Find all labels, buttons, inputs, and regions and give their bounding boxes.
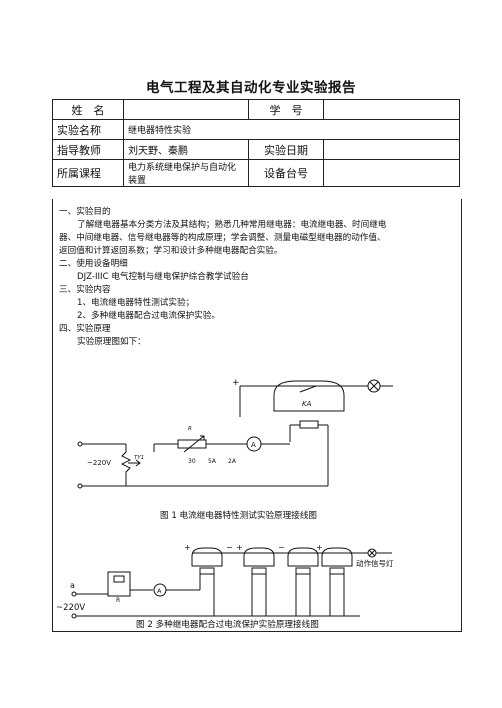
course-value: 电力系统继电保护与自动化装置 — [123, 159, 249, 187]
figure1-caption: 图 1 电流继电器特性测试实验原理接线图 — [160, 509, 317, 521]
report-title: 电气工程及其自动化专业实验报告 — [146, 80, 356, 96]
content-item-1: 1、电流继电器特性测试实验； — [77, 298, 195, 308]
fig1-source: ~220V — [87, 459, 111, 467]
fig1-relay-label: KA — [302, 400, 312, 408]
content-heading: 三、实验内容 — [59, 285, 111, 295]
relay-contact — [299, 385, 317, 393]
relay-2 — [243, 547, 275, 567]
fig1-tap-30: 30 — [188, 458, 196, 465]
device-no-value — [323, 159, 460, 187]
fig2-minus-1: − — [226, 543, 233, 552]
fig2-plus-3: + — [316, 543, 323, 552]
purpose-heading: 一、实验目的 — [59, 207, 111, 217]
fig2-ammeter: A — [157, 587, 162, 595]
device-no-label: 设备台号 — [248, 159, 324, 187]
info-table: 姓 名 学 号 实验名称 继电器特性实验 指导教师 刘天野、秦鹏 实验日期 所属… — [52, 99, 460, 187]
equipment-line: DJZ-IIIC 电气控制与继电保护综合教学试验台 — [77, 272, 249, 282]
fig1-tap-2a: 2A — [228, 458, 237, 465]
relay-1 — [191, 547, 223, 567]
fig2-source: ~220V — [56, 603, 85, 613]
date-label: 实验日期 — [248, 139, 324, 160]
fig1-plus: + — [232, 378, 240, 388]
purpose-line-3: 返回值和计算返回系数；学习和设计多种继电器配合实验。 — [59, 246, 283, 256]
fig2-minus-2: − — [278, 543, 285, 552]
report-body: 一、实验目的 了解继电器基本分类方法及其结构；熟悉几种常用继电器：电流继电器、时… — [52, 199, 462, 632]
transformer-coil — [120, 444, 132, 486]
principle-heading: 四、实验原理 — [59, 324, 111, 334]
fig2-rheostat — [107, 571, 131, 597]
fig1-rheostat: R — [188, 426, 192, 432]
relay-3 — [287, 547, 319, 567]
purpose-line-1: 了解继电器基本分类方法及其结构；熟悉几种常用继电器：电流继电器、时间继电 — [77, 220, 387, 230]
ka-relay-housing — [273, 380, 345, 412]
principle-intro: 实验原理图如下： — [77, 337, 146, 347]
fig2-terminal-a-label: a — [70, 581, 75, 590]
course-label: 所属课程 — [52, 159, 124, 187]
relay-coil — [299, 420, 319, 429]
equipment-heading: 二、使用设备明细 — [59, 259, 128, 269]
fig2-r-label: R — [116, 597, 120, 604]
relay-4 — [321, 547, 353, 567]
fig2-lamp-label: 动作信号灯 — [356, 558, 394, 568]
fig1-ammeter: A — [251, 441, 256, 449]
fig1-terminal-bottom — [77, 483, 83, 489]
figure2-diagram: 动作信号灯 + + + − − a ~220V R A — [56, 543, 394, 619]
fig2-plus-1: + — [184, 543, 191, 552]
instructor-label: 指导教师 — [52, 139, 124, 160]
figure2-caption: 图 2 多种继电器配合过电流保护实验原理接线图 — [136, 618, 319, 630]
rheostat — [177, 439, 207, 449]
purpose-line-2: 器、中间继电器、信号继电器等的构成原理；学会调整、测量电磁型继电器的动作值、 — [59, 233, 386, 243]
fig2-plus-2: + — [236, 543, 243, 552]
fig1-tap-5a: 5A — [208, 458, 217, 465]
fig2-terminal-a — [71, 591, 77, 597]
fig1-terminal-top — [77, 441, 83, 447]
content-item-2: 2、多种继电器配合过电流保护实验。 — [77, 311, 220, 321]
fig2-terminal-b — [71, 613, 77, 619]
figure1-diagram: + KA ~220V TY1 R A 30 5A 2A — [77, 378, 393, 489]
fig1-transformer: TY1 — [134, 455, 144, 461]
